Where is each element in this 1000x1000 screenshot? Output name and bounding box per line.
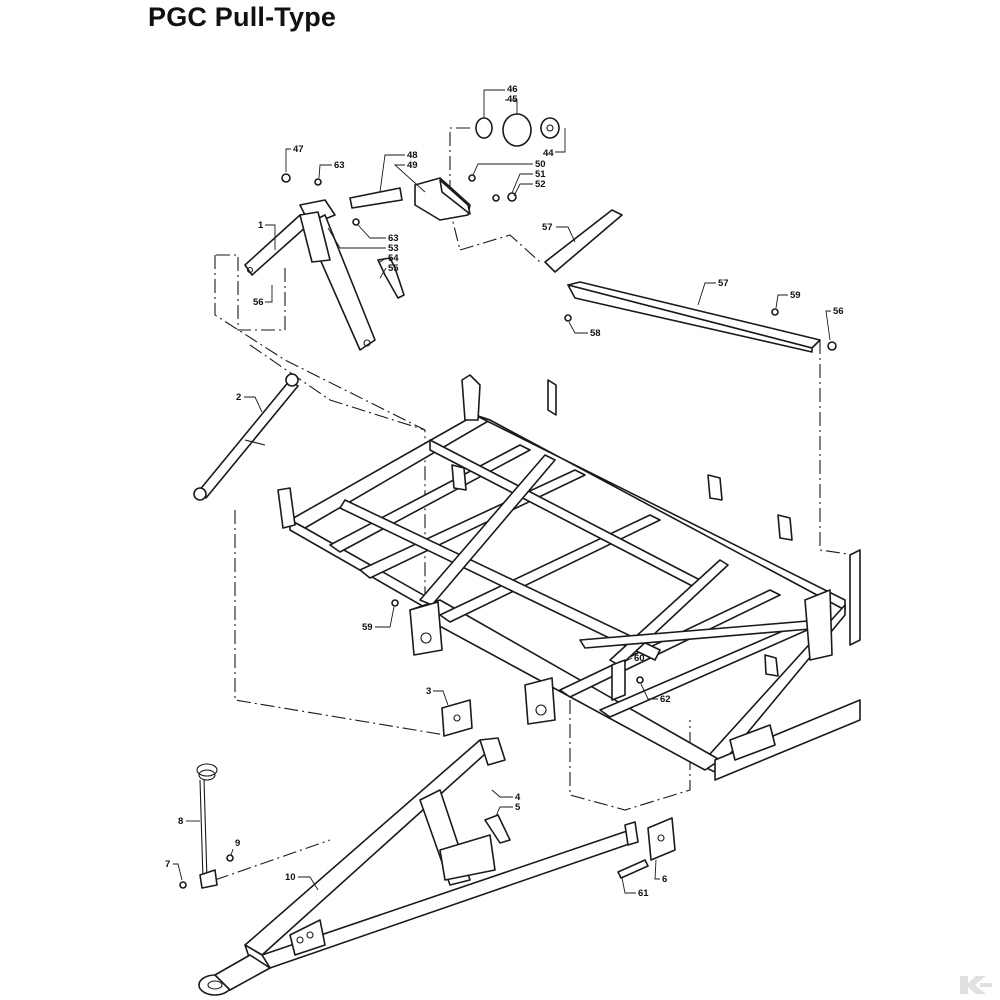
callout-48: 48 [407, 150, 418, 161]
callout-5: 5 [515, 802, 521, 813]
callout-57b: 57 [718, 278, 729, 289]
callout-7: 7 [165, 859, 170, 870]
part-6-plate [617, 817, 676, 879]
callout-56a: 56 [833, 306, 844, 317]
callout-49: 49 [407, 160, 418, 171]
callout-8: 8 [178, 816, 183, 827]
callout-60: 60 [634, 653, 645, 664]
callout-46: 46 [507, 84, 518, 95]
callout-47: 47 [293, 144, 304, 155]
callout-3: 3 [426, 686, 431, 697]
assembly-lines [214, 127, 856, 881]
callout-9: 9 [235, 838, 240, 849]
callout-59b: 59 [362, 622, 373, 633]
page-title: PGC Pull-Type [148, 2, 337, 32]
callout-6: 6 [662, 874, 667, 885]
callout-58: 58 [590, 328, 601, 339]
callout-10: 10 [285, 872, 296, 883]
callout-54: 54 [388, 253, 399, 264]
callout-1: 1 [258, 220, 264, 231]
part-60-clamp [611, 659, 644, 701]
part-57-struts [544, 209, 837, 353]
callouts: 46 45 44 47 63 48 49 50 51 52 1 63 53 54… [165, 84, 844, 899]
callout-50: 50 [535, 159, 546, 170]
callout-56b: 56 [253, 297, 264, 308]
callout-53: 53 [388, 243, 399, 254]
callout-61: 61 [638, 888, 649, 899]
callout-2: 2 [236, 392, 241, 403]
callout-45: 45 [507, 94, 518, 105]
callout-62: 62 [660, 694, 671, 705]
part-3-plate [441, 699, 473, 737]
part-10-hitch [198, 737, 639, 996]
callout-57a: 57 [542, 222, 553, 233]
callout-63: 63 [334, 160, 345, 171]
callout-59a: 59 [790, 290, 801, 301]
main-frame [277, 374, 861, 781]
part-2-turnbuckle [193, 373, 399, 607]
part-1-mast [244, 199, 376, 351]
callout-44: 44 [543, 148, 554, 159]
brand-logo-icon [960, 976, 992, 994]
callout-52: 52 [535, 179, 546, 190]
callout-51: 51 [535, 169, 546, 180]
callout-55: 55 [388, 263, 399, 274]
part-8-stand [179, 763, 234, 889]
callout-63b: 63 [388, 233, 399, 244]
callout-4: 4 [515, 792, 521, 803]
